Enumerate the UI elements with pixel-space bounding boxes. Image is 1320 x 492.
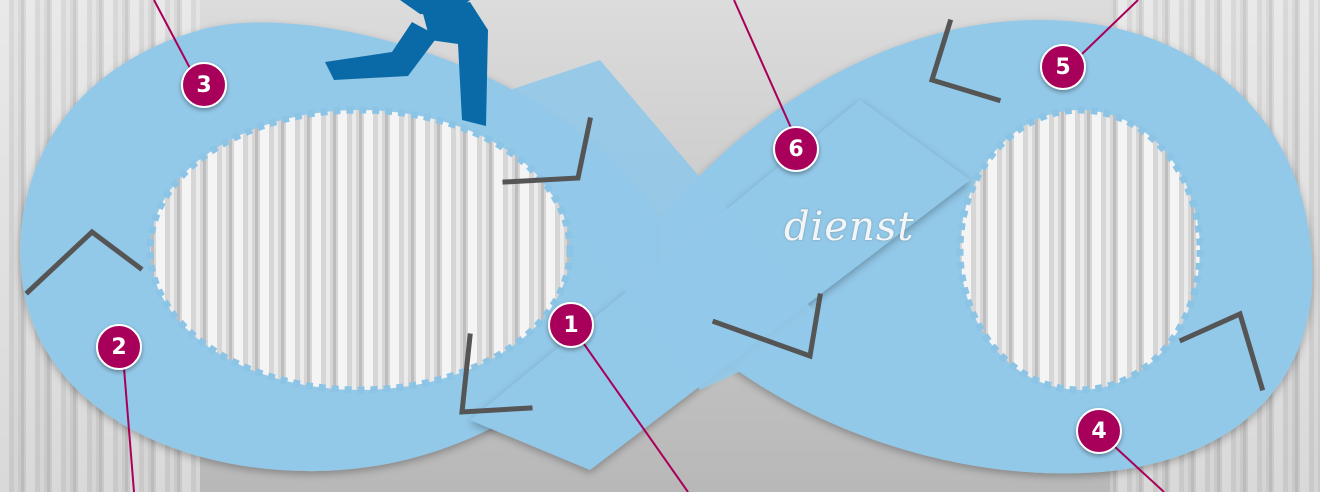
notch-top-middle — [502, 117, 593, 185]
background-signage-text: dienst — [784, 204, 915, 250]
runner-figure — [325, 0, 488, 126]
connector-1 — [583, 343, 689, 492]
step-badge-1[interactable]: 1 — [548, 302, 594, 348]
connector-3 — [153, 0, 193, 73]
connector-4 — [1113, 445, 1165, 492]
notch-bottom-left — [459, 333, 533, 415]
connector-2 — [123, 367, 135, 492]
step-badge-5[interactable]: 5 — [1040, 44, 1086, 90]
notch-bottom-middle — [711, 293, 823, 360]
notch-top-right — [928, 18, 1002, 104]
step-badge-4[interactable]: 4 — [1076, 408, 1122, 454]
step-notches — [24, 18, 1266, 415]
step-badge-6[interactable]: 6 — [773, 126, 819, 172]
connector-5 — [1081, 0, 1139, 55]
left-loop-dashed-rim — [146, 106, 574, 394]
notch-right — [1178, 310, 1266, 392]
runner-leg-front — [422, 2, 488, 126]
notch-left — [24, 228, 144, 296]
connector-lines — [123, 0, 1165, 492]
right-loop-dashed-rim — [956, 106, 1204, 394]
cross-strip-falling — [480, 60, 830, 390]
runner-body — [400, 0, 470, 16]
connector-6 — [733, 0, 793, 131]
step-badge-3[interactable]: 3 — [181, 62, 227, 108]
runner-leg-back — [325, 22, 438, 80]
left-lobe — [20, 22, 660, 472]
step-badge-2[interactable]: 2 — [96, 324, 142, 370]
